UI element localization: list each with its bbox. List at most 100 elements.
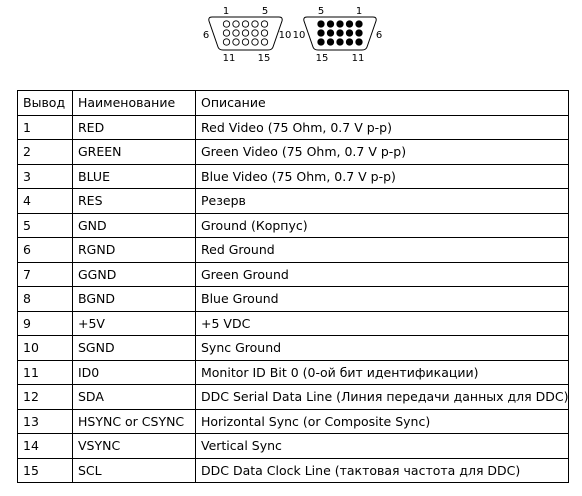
female-pins: [222, 20, 269, 46]
pin-number-cell: 6: [17, 237, 73, 263]
description-cell: Red Video (75 Ohm, 0.7 V p-p): [194, 114, 570, 140]
connector-pin: [336, 20, 344, 28]
pin-number-cell: 15: [17, 457, 73, 483]
signal-name-cell: ID0: [72, 359, 196, 385]
female-pin-label-mid-right: 10: [279, 30, 292, 41]
connector-pin: [232, 20, 240, 28]
signal-name-cell: GGND: [72, 261, 196, 287]
connector-pin: [355, 20, 363, 28]
description-cell: Monitor ID Bit 0 (0-ой бит идентификации…: [194, 359, 570, 385]
male-connector: 5 1 10 6 15 11: [293, 6, 383, 64]
female-pin-label-top-right: 5: [262, 6, 268, 17]
male-pin-label-bottom-right: 11: [352, 53, 365, 64]
signal-name-cell: BGND: [72, 286, 196, 312]
female-pin-label-mid-left: 6: [203, 30, 209, 41]
connector-pin: [317, 38, 325, 46]
connector-pin: [222, 38, 231, 46]
female-connector: 1 5 6 10 11 15: [203, 6, 292, 64]
description-cell: DDC Data Clock Line (тактовая частота дл…: [194, 457, 570, 483]
description-cell: Green Ground: [194, 261, 570, 287]
connector-pin: [241, 38, 250, 46]
signal-name-cell: RED: [72, 114, 196, 140]
connector-pin: [355, 38, 363, 46]
connector-pin: [222, 20, 231, 28]
connector-pin: [345, 20, 354, 28]
description-cell: Sync Ground: [194, 335, 570, 361]
connector-pin: [232, 29, 240, 37]
signal-name-cell: SGND: [72, 335, 196, 361]
signal-name-cell: +5V: [72, 310, 196, 336]
vga-connector-diagram: 1 5 6 10 11 15 5 1 10 6 15 11: [0, 0, 582, 80]
table-row: 9+5V+5 VDC: [17, 310, 570, 336]
pin-number-cell: 7: [17, 261, 73, 287]
table-header-row: Вывод Наименование Описание: [17, 90, 570, 116]
signal-name-cell: HSYNC or CSYNC: [72, 408, 196, 434]
pin-number-cell: 5: [17, 212, 73, 238]
signal-name-cell: SCL: [72, 457, 196, 483]
pin-number-cell: 11: [17, 359, 73, 385]
pin-number-cell: 3: [17, 163, 73, 189]
description-cell: Horizontal Sync (or Composite Sync): [194, 408, 570, 434]
connector-pin: [326, 29, 335, 37]
header-description: Описание: [194, 90, 570, 116]
pin-number-cell: 10: [17, 335, 73, 361]
pin-number-cell: 12: [17, 384, 73, 410]
description-cell: Red Ground: [194, 237, 570, 263]
connector-pin: [336, 38, 344, 46]
pin-number-cell: 4: [17, 188, 73, 214]
header-name: Наименование: [72, 90, 196, 116]
pin-number-cell: 1: [17, 114, 73, 140]
description-cell: Blue Video (75 Ohm, 0.7 V p-p): [194, 163, 570, 189]
male-pin-label-mid-right: 6: [376, 30, 382, 41]
signal-name-cell: RGND: [72, 237, 196, 263]
signal-name-cell: SDA: [72, 384, 196, 410]
connector-pin: [355, 29, 363, 37]
description-cell: Ground (Корпус): [194, 212, 570, 238]
male-pins: [317, 20, 363, 46]
female-pin-label-top-left: 1: [223, 6, 229, 17]
pin-number-cell: 9: [17, 310, 73, 336]
description-cell: Vertical Sync: [194, 433, 570, 459]
connector-pin: [232, 38, 240, 46]
header-pin: Вывод: [17, 90, 73, 116]
pin-number-cell: 14: [17, 433, 73, 459]
description-cell: Blue Ground: [194, 286, 570, 312]
male-pin-label-top-right: 1: [356, 6, 362, 17]
connector-pin: [326, 20, 335, 28]
connector-pin: [317, 29, 325, 37]
pin-number-cell: 13: [17, 408, 73, 434]
connector-pin: [326, 38, 335, 46]
connector-pin: [251, 38, 259, 46]
pin-number-cell: 8: [17, 286, 73, 312]
male-pin-label-mid-left: 10: [293, 30, 306, 41]
description-cell: DDC Serial Data Line (Линия передачи дан…: [194, 384, 570, 410]
signal-name-cell: VSYNC: [72, 433, 196, 459]
connector-pin: [251, 20, 259, 28]
connector-pin: [222, 29, 231, 37]
connector-pin: [260, 38, 269, 46]
male-pin-label-top-left: 5: [318, 6, 324, 17]
connector-pin: [345, 38, 354, 46]
connector-pin: [317, 20, 325, 28]
signal-name-cell: GND: [72, 212, 196, 238]
connector-pin: [260, 29, 269, 37]
description-cell: Резерв: [194, 188, 570, 214]
connector-pin: [260, 20, 269, 28]
connector-pin: [241, 29, 250, 37]
signal-name-cell: GREEN: [72, 139, 196, 165]
connector-pin: [336, 29, 344, 37]
description-cell: +5 VDC: [194, 310, 570, 336]
female-pin-label-bottom-right: 15: [258, 53, 271, 64]
